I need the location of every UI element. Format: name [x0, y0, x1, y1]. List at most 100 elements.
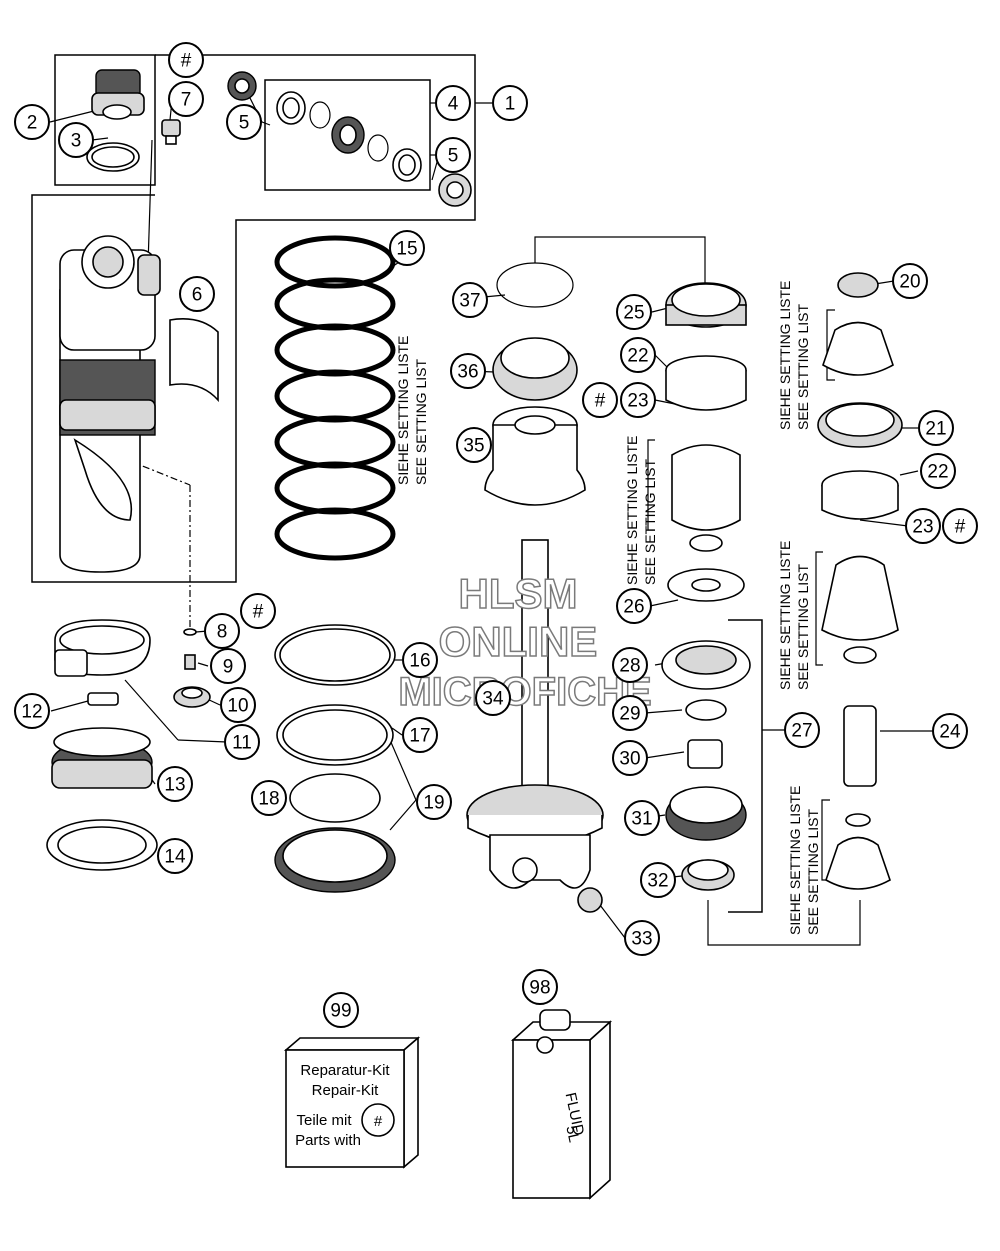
- setting-note-1-line1: SIEHE SETTING LISTE: [395, 336, 411, 485]
- callout-c3: 3: [58, 122, 94, 158]
- kit-line-4: Parts with: [295, 1132, 361, 1149]
- spring: [274, 235, 396, 561]
- callout-circle: [640, 862, 676, 898]
- setting-note-1-line2: SEE SETTING LIST: [413, 359, 429, 485]
- repair-kit-box: Reparatur-Kit Repair-Kit Teile mit Parts…: [283, 1036, 421, 1169]
- callout-circle: [892, 263, 928, 299]
- setting-note-3-line1: SIEHE SETTING LISTE: [777, 281, 793, 430]
- callout-c25: 25: [616, 294, 652, 330]
- callout-c19: 19: [416, 784, 452, 820]
- setting-note-3-line2: SEE SETTING LIST: [795, 304, 811, 430]
- callout-label: 31: [631, 809, 652, 830]
- spring-adjuster-parts: [46, 619, 211, 871]
- callout-c5a: 5: [226, 104, 262, 140]
- callout-label: 98: [529, 978, 550, 999]
- callout-circle: [179, 276, 215, 312]
- callout-label: 21: [925, 419, 946, 440]
- compression-adjuster: [661, 282, 751, 891]
- callout-label: #: [181, 51, 192, 72]
- callout-circle: [942, 508, 978, 544]
- callout-circle: [624, 800, 660, 836]
- callout-circle: [456, 427, 492, 463]
- callout-circle: [240, 593, 276, 629]
- callout-label: 12: [21, 702, 42, 723]
- callout-circle: [582, 382, 618, 418]
- callout-circle: [905, 508, 941, 544]
- callout-label: 17: [409, 726, 430, 747]
- rebound-adjuster: [817, 272, 903, 890]
- watermark: HLSM ONLINE MICROFICHE: [398, 569, 653, 715]
- callout-circle: [612, 647, 648, 683]
- spring-seat-rings: [274, 624, 396, 893]
- protector-sleeve: [169, 318, 219, 403]
- bearing-group: [227, 71, 472, 207]
- callout-label: 22: [627, 346, 648, 367]
- callout-label: 9: [223, 657, 234, 678]
- fluid-can: FLUID 5L: [510, 1009, 613, 1200]
- callout-circle: [475, 680, 511, 716]
- fluid-can-volume: 5L: [562, 1124, 582, 1144]
- callout-label: 99: [330, 1001, 351, 1022]
- callout-label: 27: [791, 721, 812, 742]
- callout-label: #: [253, 602, 264, 623]
- watermark-line-1: HLSM: [459, 570, 578, 617]
- callout-c36: 36: [450, 353, 486, 389]
- callout-c8: 8: [204, 613, 240, 649]
- callout-c2: 2: [14, 104, 50, 140]
- setting-note-2-line1: SIEHE SETTING LISTE: [624, 436, 640, 585]
- shock-body: [59, 235, 161, 573]
- callout-label: 11: [232, 733, 252, 754]
- callout-c7: 7: [168, 81, 204, 117]
- callout-c23a: 23: [620, 382, 656, 418]
- callout-c28: 28: [612, 647, 648, 683]
- callout-label: 34: [482, 689, 504, 710]
- callout-circle: [918, 410, 954, 446]
- callout-c18: 18: [251, 780, 287, 816]
- callout-c24: 24: [932, 713, 968, 749]
- callout-circle: [492, 85, 528, 121]
- callout-circle: [58, 122, 94, 158]
- callout-c17: 17: [402, 717, 438, 753]
- callout-circle: [14, 693, 50, 729]
- callout-circle: [612, 740, 648, 776]
- callout-circle: [14, 104, 50, 140]
- callout-circle: [620, 337, 656, 373]
- callout-c16: 16: [402, 642, 438, 678]
- setting-note-4-line1: SIEHE SETTING LISTE: [777, 541, 793, 690]
- callout-c30: 30: [612, 740, 648, 776]
- callout-label: 1: [505, 94, 516, 115]
- callout-c27: 27: [784, 712, 820, 748]
- callout-circle: [402, 642, 438, 678]
- callout-circle: [168, 81, 204, 117]
- callout-label: 23: [912, 517, 933, 538]
- callout-circle: [616, 588, 652, 624]
- setting-note-2-line2: SEE SETTING LIST: [642, 459, 658, 585]
- callout-circle: [624, 920, 660, 956]
- callout-circle: [920, 453, 956, 489]
- callout-c29: 29: [612, 695, 648, 731]
- callout-h1: #: [168, 42, 204, 78]
- callout-label: 32: [647, 871, 668, 892]
- callout-c15: 15: [389, 230, 425, 266]
- callout-circle: [157, 838, 193, 874]
- callout-h4: #: [942, 508, 978, 544]
- callout-label: 15: [396, 239, 417, 260]
- callout-circle: [226, 104, 262, 140]
- callout-label: 6: [192, 285, 203, 306]
- callout-label: 26: [623, 597, 644, 618]
- callout-circle: [323, 992, 359, 1028]
- callout-circle: [416, 784, 452, 820]
- callout-circle: [389, 230, 425, 266]
- callout-c23b: 23: [905, 508, 941, 544]
- callout-circle: [435, 85, 471, 121]
- setting-note-5-line2: SEE SETTING LIST: [805, 809, 821, 935]
- callout-c35: 35: [456, 427, 492, 463]
- callout-c21: 21: [918, 410, 954, 446]
- callout-c4: 4: [435, 85, 471, 121]
- callout-circle: [251, 780, 287, 816]
- assembly-frames: [31, 54, 861, 946]
- callout-circle: [204, 613, 240, 649]
- callout-h3: #: [582, 382, 618, 418]
- watermark-line-2: ONLINE: [439, 618, 598, 665]
